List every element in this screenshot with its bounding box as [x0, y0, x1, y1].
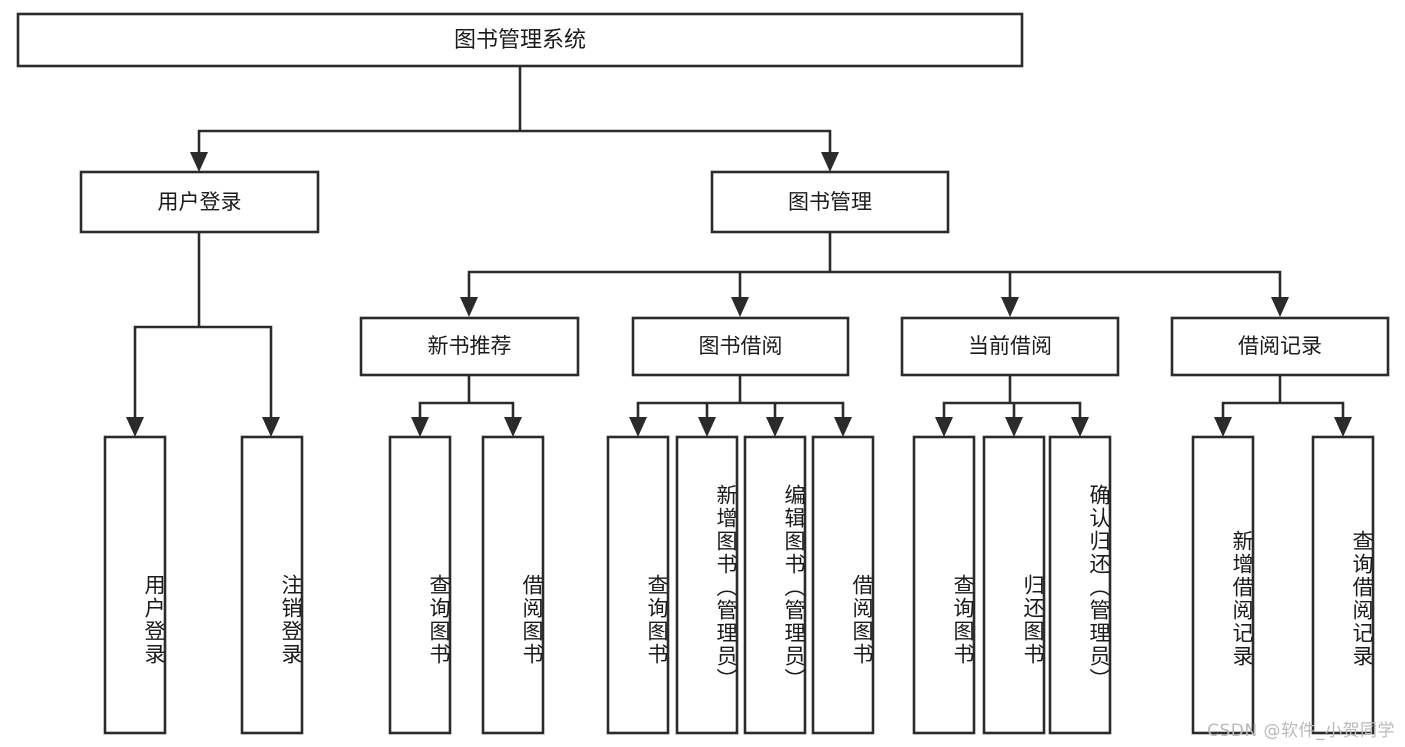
node-book-borrow-label: 图书借阅	[699, 334, 783, 358]
leaf-box-borrow-book-2[interactable]	[811, 435, 875, 735]
leaf-box-add-record[interactable]	[1191, 435, 1255, 735]
leaf-box-query-book-1[interactable]	[388, 435, 452, 735]
node-user-login-label: 用户登录	[158, 190, 242, 214]
connectors-root-level2	[190, 64, 839, 172]
leaf-box-query-book-2[interactable]	[606, 435, 670, 735]
node-root[interactable]: 图书管理系统	[16, 12, 1024, 68]
leaf-box-edit-book[interactable]	[743, 435, 807, 735]
leaf-box-logout[interactable]	[240, 435, 304, 735]
csdn-watermark: CSDN @软件_小贺同学	[1207, 721, 1395, 741]
connectors-bookborrow-leaves	[629, 373, 852, 437]
node-book-borrow[interactable]: 图书借阅	[631, 316, 850, 377]
connectors-newbook-leaves	[411, 373, 522, 437]
node-current-borrow-label: 当前借阅	[968, 334, 1052, 358]
node-new-book-rec-label: 新书推荐	[428, 334, 512, 358]
node-book-manage-label: 图书管理	[788, 190, 872, 214]
leaf-box-return-book[interactable]	[982, 435, 1046, 735]
leaf-box-query-record[interactable]	[1311, 435, 1375, 735]
node-root-label: 图书管理系统	[454, 28, 586, 53]
node-user-login[interactable]: 用户登录	[79, 170, 320, 234]
connectors-borrowrecord-leaves	[1214, 373, 1352, 437]
leaf-box-borrow-book-1[interactable]	[481, 435, 545, 735]
leaf-box-query-book-3[interactable]	[912, 435, 976, 735]
node-current-borrow[interactable]: 当前借阅	[900, 316, 1120, 377]
connectors-currentborrow-leaves	[935, 373, 1089, 437]
node-borrow-record-label: 借阅记录	[1238, 334, 1322, 358]
leaf-boxes	[103, 435, 1375, 735]
node-book-manage[interactable]: 图书管理	[710, 170, 950, 234]
connectors-userlogin-leaves	[126, 230, 280, 437]
node-new-book-rec[interactable]: 新书推荐	[359, 316, 580, 377]
node-borrow-record[interactable]: 借阅记录	[1170, 316, 1390, 377]
connectors-bookmanage-level3	[460, 230, 1289, 317]
leaf-box-confirm-return[interactable]	[1048, 435, 1112, 735]
leaf-box-user-login[interactable]	[103, 435, 167, 735]
leaf-box-add-book[interactable]	[675, 435, 739, 735]
